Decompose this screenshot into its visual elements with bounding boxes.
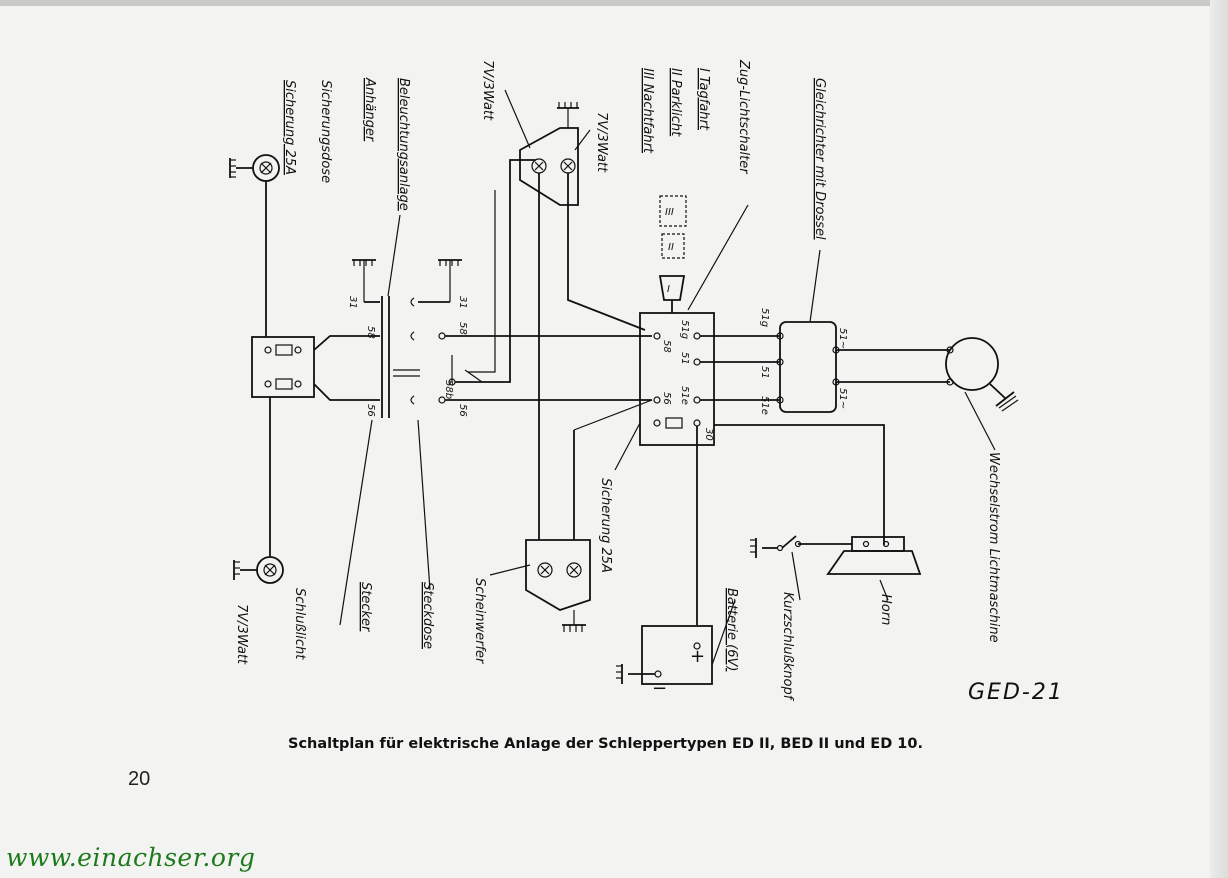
label-wechselstrom: Wechselstrom Lichtmaschine (986, 452, 1001, 643)
battery-plus: + (690, 646, 705, 667)
terminal-51ac-2: 51~ (837, 388, 848, 409)
switch-pos-I: I (667, 284, 670, 295)
label-kurzschlussknopf: Kurzschlußknopf (780, 592, 795, 702)
label-scheinwerfer: Scheinwerfer (472, 578, 487, 665)
headlamp-top (504, 89, 646, 540)
terminal-58-a: 58 (365, 326, 376, 339)
label-batterie: Batterie (6V) (724, 588, 739, 671)
terminal-51ac-1: 51~ (837, 328, 848, 349)
terminal-30: 30 (703, 428, 714, 441)
switch-pos-II: II (668, 242, 674, 253)
terminal-51e-2: 51e (759, 396, 770, 415)
label-gleichrichter: Gleichrichter mit Drossel (812, 78, 827, 240)
lamp-top-left (229, 154, 280, 337)
label-horn: Horn (878, 594, 893, 625)
terminal-51-2: 51 (759, 366, 770, 379)
label-sicherungsdose: Sicherungsdose (318, 80, 333, 183)
alternator (945, 337, 1019, 451)
label-nachtfahrt: III Nachtfahrt (640, 68, 655, 154)
label-schlusslicht: Schlußlicht (292, 588, 307, 660)
connector (339, 214, 483, 626)
light-switch (639, 195, 749, 446)
terminal-51: 51 (679, 352, 690, 365)
label-lamp-top-watt: 7V/3Watt (480, 60, 495, 121)
fuse-box-left (251, 336, 315, 398)
terminal-58b: 58b (443, 380, 454, 399)
label-tagfahrt: I Tagfahrt (696, 68, 711, 131)
label-parklicht: II Parklicht (668, 68, 683, 137)
label-zug-lichtschalter: Zug-Lichtschalter (736, 59, 751, 175)
page-number: 20 (128, 768, 151, 790)
lamp-tail (233, 397, 284, 584)
label-schlusslicht-watt: 7V/3Watt (234, 604, 249, 665)
terminal-51e: 51e (679, 386, 690, 405)
terminal-56-b: 56 (457, 404, 468, 417)
terminal-51g-2: 51g (759, 308, 770, 327)
terminal-31-a: 31 (347, 296, 358, 309)
label-stecker: Stecker (358, 582, 373, 633)
horn (750, 535, 922, 601)
website-watermark: www.einachser.org (6, 843, 256, 872)
switch-pos-III: III (665, 207, 674, 218)
label-lamp-top-watt2: 7V/3Watt (594, 112, 609, 173)
terminal-58-b: 58 (457, 322, 468, 335)
battery (616, 599, 736, 685)
label-beleuchtungsanlage: Beleuchtungsanlage (396, 78, 411, 211)
label-anhaenger: Anhänger (362, 77, 377, 143)
terminal-56-a: 56 (365, 404, 376, 417)
label-sicherung-left: Sicherung 25A (282, 80, 297, 175)
label-steckdose: Steckdose (420, 582, 435, 649)
terminal-58-c: 58 (661, 340, 672, 353)
terminal-56-c: 56 (661, 392, 672, 405)
headlamp-bottom (489, 399, 653, 632)
battery-minus: − (652, 678, 667, 699)
terminal-51g: 51g (679, 320, 690, 339)
diagram-caption: Schaltplan für elektrische Anlage der Sc… (288, 736, 923, 752)
terminal-31-b: 31 (457, 296, 468, 309)
label-sicherung-mid: Sicherung 25A (598, 478, 613, 573)
drawing-code: GED-21 (968, 680, 1064, 705)
rectifier (776, 249, 950, 413)
